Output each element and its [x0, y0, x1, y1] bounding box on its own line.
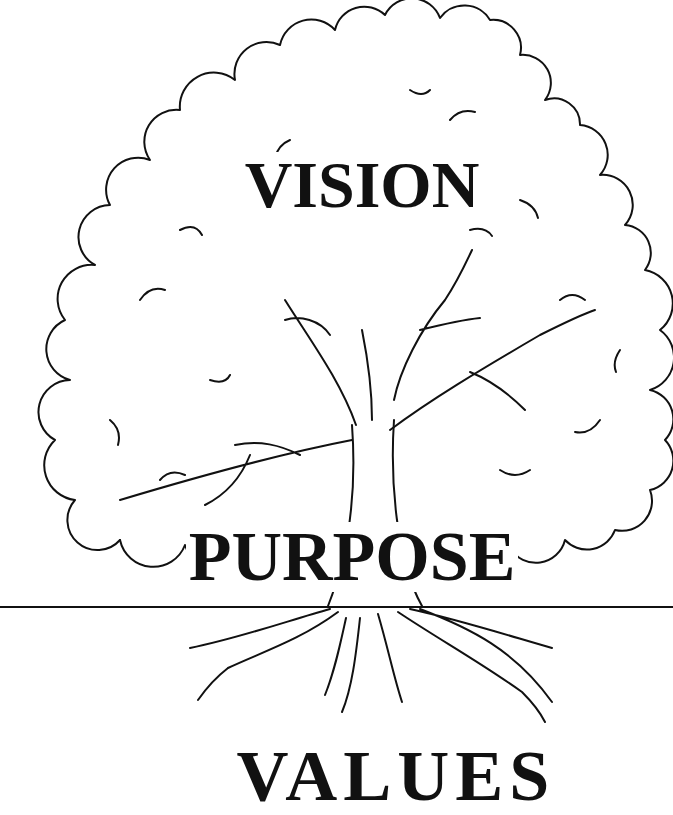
tree-label: PURPOSE [186, 522, 519, 592]
tree-roots [190, 609, 552, 722]
tree-drawing [0, 0, 673, 722]
ground-line [0, 606, 673, 608]
canopy-outline [38, 0, 673, 569]
tree-label: VISION [242, 152, 483, 218]
tree-branches [120, 250, 595, 505]
canopy-detail [110, 90, 620, 480]
tree-label: VALUES [234, 740, 559, 812]
